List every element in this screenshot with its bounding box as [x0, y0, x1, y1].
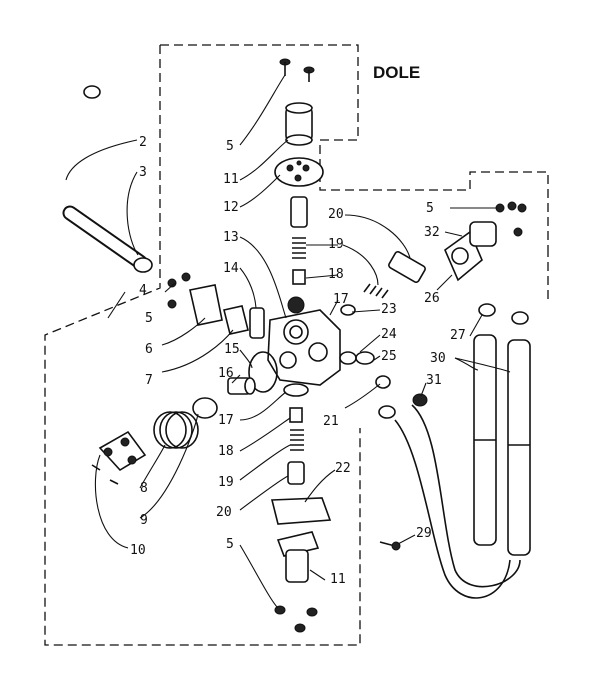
callout-label: 5: [226, 537, 234, 552]
callout-label: 5: [426, 201, 434, 216]
spring-part: [153, 411, 199, 449]
callout-label: 8: [140, 481, 148, 496]
callout-label: 26: [424, 291, 440, 306]
hose-part: [46, 85, 101, 210]
callout-label: 14: [223, 261, 239, 276]
seal-part: [283, 383, 309, 397]
flange-part: [189, 284, 223, 326]
callout-label: 5: [226, 139, 234, 154]
pump-body: [267, 296, 341, 386]
callout-label: 17: [218, 413, 234, 428]
callout-label: 22: [335, 461, 351, 476]
callout-label: 18: [218, 444, 234, 459]
callout-label: 17: [333, 292, 349, 307]
callout-label: 11: [223, 172, 239, 187]
callout-label: 21: [323, 414, 339, 429]
callout-label: 31: [426, 373, 442, 388]
callout-label: 5: [145, 311, 153, 326]
piston-part: [287, 461, 305, 485]
callout-label: 27: [450, 328, 466, 343]
callout-label: 2: [139, 135, 147, 150]
spring-part: [290, 429, 304, 451]
washer-part: [339, 351, 357, 365]
hose-part: [62, 205, 153, 273]
leader-lines: [65, 74, 511, 609]
elbow-part: [192, 397, 218, 419]
plug-part: [378, 405, 396, 419]
callout-label: 20: [328, 207, 344, 222]
callout-label: 25: [381, 349, 397, 364]
callout-label: 3: [139, 165, 147, 180]
o-ring-part: [248, 351, 278, 393]
sleeve-part: [388, 251, 426, 283]
callout-label: 13: [223, 230, 239, 245]
screw-part: [495, 201, 527, 237]
callout-label: 29: [416, 526, 432, 541]
spring-part: [363, 283, 389, 299]
tube-part: [473, 334, 531, 556]
callout-label: 15: [224, 342, 240, 357]
valve-part: [292, 269, 306, 285]
cover-part: [285, 102, 313, 146]
piston-part: [290, 196, 308, 228]
housing-part: [444, 221, 497, 282]
hose-part: [411, 404, 521, 588]
valve-plate-part: [274, 157, 324, 187]
seal-part: [340, 304, 356, 316]
plate-part: [270, 497, 332, 525]
cover-part: [276, 531, 320, 583]
cap-part: [478, 303, 496, 317]
callout-label: 6: [145, 342, 153, 357]
callout-label: 11: [330, 572, 346, 587]
callout-label: 4: [139, 283, 147, 298]
callout-label: 24: [381, 327, 397, 342]
callout-label: 30: [430, 351, 446, 366]
callout-label: 16: [218, 366, 234, 381]
screw-part: [274, 605, 318, 633]
end-cover-part: [91, 430, 147, 485]
callout-label: 10: [130, 543, 146, 558]
callout-label: 19: [328, 237, 344, 252]
valve-part: [289, 407, 303, 423]
hose-part: [394, 419, 511, 599]
callout-label: 20: [216, 505, 232, 520]
title-label: DOLE: [373, 63, 420, 82]
gasket-part: [249, 307, 265, 339]
o-ring-part: [355, 351, 375, 365]
callout-label: 9: [140, 513, 148, 528]
plate-part: [223, 305, 249, 335]
connector-part: [412, 393, 428, 407]
callout-label: 23: [381, 302, 397, 317]
callout-label: 32: [424, 225, 440, 240]
screw-part: [167, 272, 191, 309]
dashed-boundary: [44, 44, 549, 646]
callout-label: 7: [145, 373, 153, 388]
callout-label: 12: [223, 200, 239, 215]
callout-label: 19: [218, 475, 234, 490]
cap-part: [511, 311, 529, 325]
callout-label: 18: [328, 267, 344, 282]
screw-part: [279, 58, 315, 82]
spring-part: [292, 237, 306, 259]
